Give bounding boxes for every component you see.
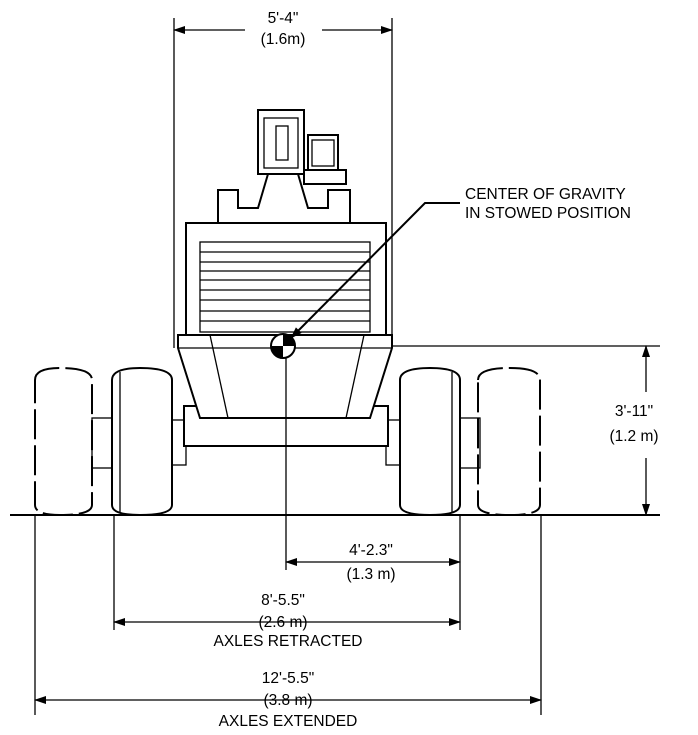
- track-retracted-imperial: 8'-5.5": [261, 592, 305, 609]
- track-retracted-caption: AXLES RETRACTED: [213, 633, 362, 650]
- overall-width-metric: (1.6m): [261, 31, 306, 48]
- cog-height-imperial: 3'-11": [615, 403, 653, 420]
- cog-height-metric: (1.2 m): [609, 428, 658, 445]
- wheel-right-retracted: [399, 366, 461, 517]
- dimension-cog-height: 3'-11" (1.2 m): [392, 345, 660, 516]
- overall-width-imperial: 5'-4": [268, 10, 299, 27]
- axle-extension-left: [91, 417, 115, 469]
- track-extended-imperial: 12'-5.5": [262, 670, 314, 687]
- cog-label-line1: CENTER OF GRAVITY: [465, 186, 626, 203]
- engine-body: [185, 222, 387, 336]
- wheel-left-retracted: [111, 366, 173, 517]
- track-extended-caption: AXLES EXTENDED: [219, 713, 358, 730]
- cog-offset-metric: (1.3 m): [346, 566, 395, 583]
- dimension-track-retracted: 8'-5.5" (2.6 m) AXLES RETRACTED: [113, 515, 461, 650]
- track-retracted-metric: (2.6 m): [258, 614, 307, 631]
- dimension-overall-width: 5'-4" (1.6m): [173, 10, 393, 348]
- cog-offset-imperial: 4'-2.3": [349, 542, 393, 559]
- upper-structure: [217, 109, 351, 224]
- center-of-gravity-marker: [270, 333, 296, 359]
- cog-label-line2: IN STOWED POSITION: [465, 205, 631, 222]
- dimension-track-extended: 12'-5.5" (3.8 m) AXLES EXTENDED: [34, 515, 542, 730]
- dimension-cog-offset: 4'-2.3" (1.3 m): [285, 358, 461, 583]
- wheel-left-extended: [34, 366, 93, 517]
- track-extended-metric: (3.8 m): [263, 692, 312, 709]
- cog-leader-arrow: [290, 202, 460, 339]
- wheel-right-extended: [477, 366, 541, 517]
